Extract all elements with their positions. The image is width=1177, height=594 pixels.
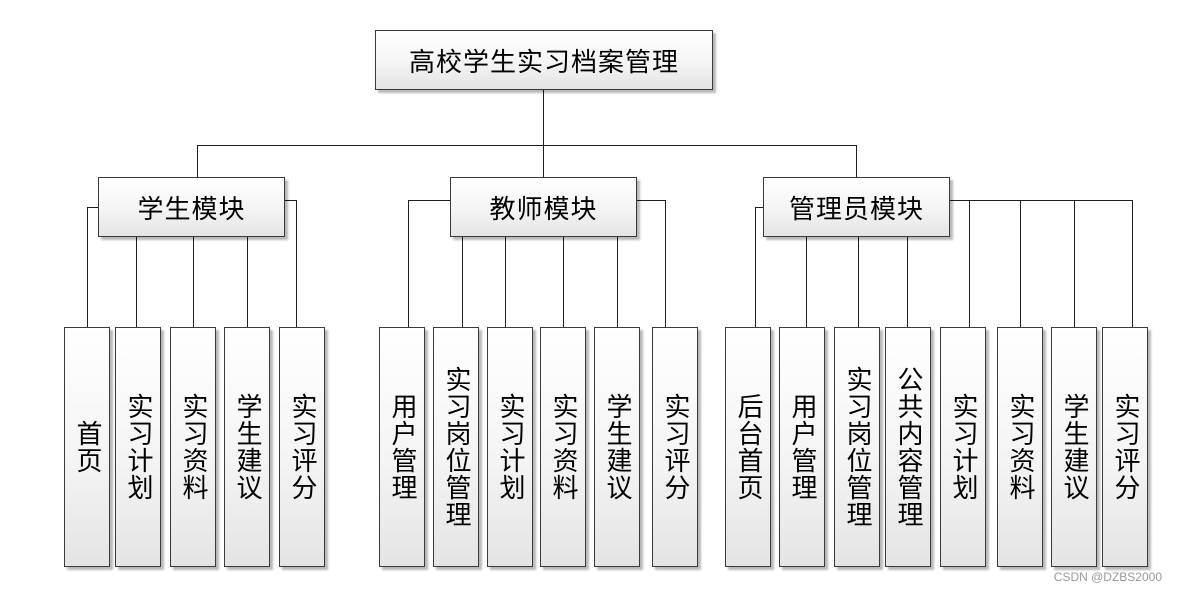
- leaf-label: 实习岗位管理: [842, 366, 872, 528]
- connector-line: [1020, 200, 1021, 328]
- leaf-label: 实习评分: [1110, 393, 1140, 501]
- leaf-node: 实习岗位管理: [433, 327, 479, 567]
- leaf-label: 公共内容管理: [893, 366, 923, 528]
- leaf-label: 实习岗位管理: [441, 366, 471, 528]
- leaf-node: 学生建议: [1051, 327, 1097, 567]
- connector-line: [563, 237, 564, 328]
- connector-line: [197, 145, 198, 178]
- connector-line: [806, 237, 807, 328]
- connector-line: [617, 237, 618, 328]
- module-label: 教师模块: [489, 194, 598, 225]
- connector-line: [969, 200, 970, 328]
- leaf-label: 实习计划: [948, 393, 978, 501]
- connector-line: [907, 237, 908, 328]
- connector-line: [950, 200, 1133, 201]
- leaf-node: 实习计划: [940, 327, 986, 567]
- leaf-label: 学生建议: [232, 393, 262, 501]
- leaf-node: 公共内容管理: [885, 327, 931, 567]
- leaf-node: 实习资料: [540, 327, 586, 567]
- leaf-label: 实习计划: [123, 393, 153, 501]
- module-label: 管理员模块: [788, 194, 924, 225]
- leaf-label: 用户管理: [787, 393, 817, 501]
- leaf-node: 实习计划: [487, 327, 533, 567]
- leaf-label: 实习资料: [178, 393, 208, 501]
- leaf-node: 学生建议: [594, 327, 640, 567]
- connector-line: [296, 200, 297, 328]
- leaf-node: 实习资料: [997, 327, 1043, 567]
- leaf-node: 用户管理: [379, 327, 425, 567]
- connector-line: [1132, 200, 1133, 328]
- root-label: 高校学生实习档案管理: [408, 47, 679, 78]
- leaf-node: 首页: [64, 327, 110, 567]
- module-student: 学生模块: [98, 177, 285, 237]
- connector-line: [285, 200, 297, 201]
- leaf-label: 学生建议: [602, 393, 632, 501]
- root-node: 高校学生实习档案管理: [375, 30, 713, 90]
- module-teacher: 教师模块: [450, 177, 637, 237]
- connector-line: [408, 200, 409, 328]
- module-admin: 管理员模块: [763, 177, 950, 237]
- module-label: 学生模块: [137, 194, 246, 225]
- connector-line: [755, 207, 756, 328]
- leaf-label: 实习资料: [548, 393, 578, 501]
- connector-line: [136, 237, 137, 328]
- connector-line: [665, 200, 666, 328]
- leaf-label: 实习计划: [495, 393, 525, 501]
- leaf-node: 用户管理: [779, 327, 825, 567]
- connector-line: [637, 200, 666, 201]
- connector-line: [462, 237, 463, 328]
- connector-line: [505, 237, 506, 328]
- leaf-node: 后台首页: [725, 327, 771, 567]
- leaf-label: 实习资料: [1005, 393, 1035, 501]
- leaf-node: 实习评分: [1102, 327, 1148, 567]
- connector-line: [1074, 200, 1075, 328]
- watermark: CSDN @DZBS2000: [1053, 570, 1162, 584]
- leaf-label: 实习评分: [287, 393, 317, 501]
- connector-line: [87, 207, 88, 328]
- leaf-node: 实习评分: [652, 327, 698, 567]
- connector-line: [193, 237, 194, 328]
- leaf-label: 用户管理: [387, 393, 417, 501]
- leaf-label: 学生建议: [1059, 393, 1089, 501]
- leaf-node: 实习岗位管理: [834, 327, 880, 567]
- connector-line: [543, 90, 544, 146]
- connector-line: [87, 207, 99, 208]
- leaf-label: 首页: [72, 420, 102, 474]
- leaf-node: 学生建议: [224, 327, 270, 567]
- connector-line: [197, 145, 857, 146]
- leaf-label: 后台首页: [733, 393, 763, 501]
- leaf-node: 实习计划: [115, 327, 161, 567]
- connector-line: [858, 237, 859, 328]
- connector-line: [856, 145, 857, 178]
- connector-line: [755, 207, 764, 208]
- leaf-label: 实习评分: [660, 393, 690, 501]
- connector-line: [247, 237, 248, 328]
- connector-line: [543, 145, 544, 178]
- leaf-node: 实习评分: [279, 327, 325, 567]
- leaf-node: 实习资料: [170, 327, 216, 567]
- connector-line: [408, 200, 451, 201]
